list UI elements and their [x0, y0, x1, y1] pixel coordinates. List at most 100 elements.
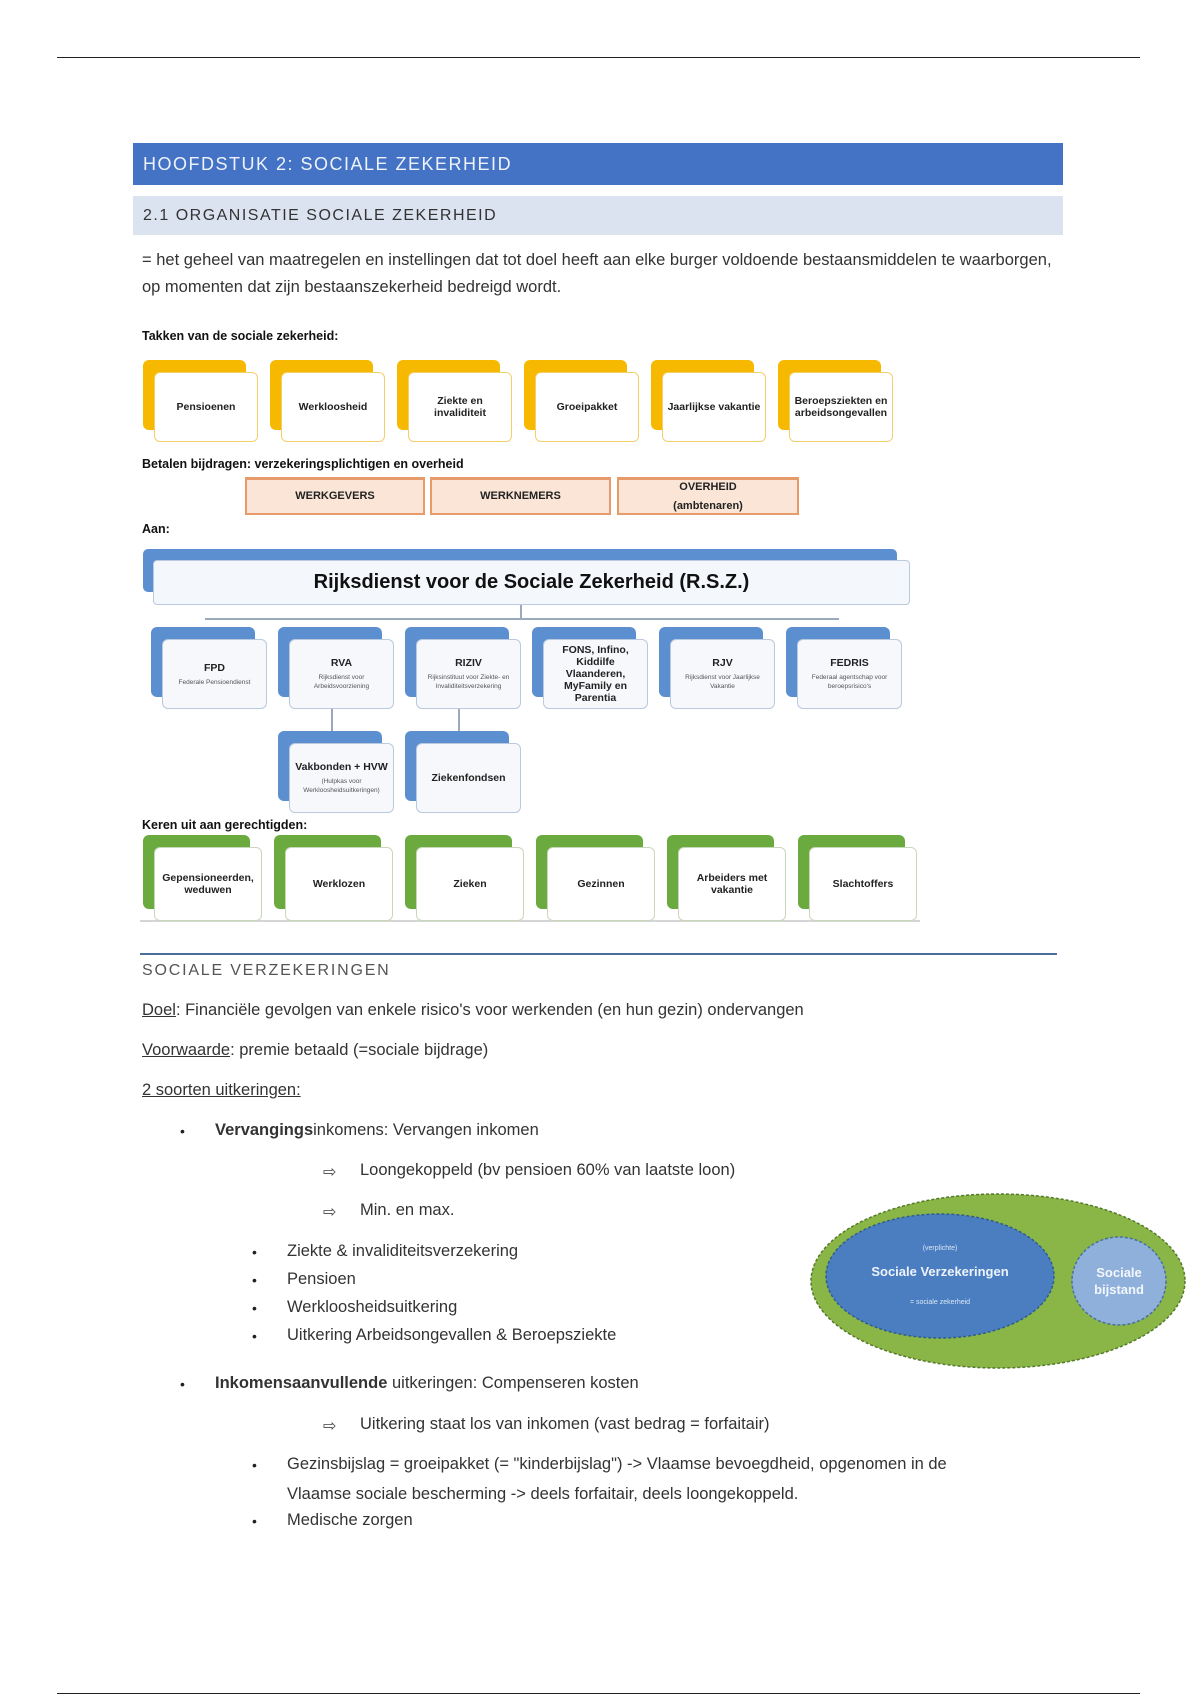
arrow-item: Min. en max. — [360, 1201, 455, 1219]
bullet-icon: • — [252, 1300, 257, 1316]
card-title: Pensioenen — [176, 401, 236, 413]
venn-right-line2: bijstand — [1094, 1282, 1144, 1297]
arrow-icon: ⇨ — [323, 1204, 337, 1221]
card-title: Arbeiders met vakantie — [696, 872, 768, 896]
section-divider — [140, 953, 1057, 955]
subsection-heading: SOCIALE VERZEKERINGEN — [142, 962, 391, 979]
branch-card: Beroepsziekten en arbeidsongevallen — [778, 360, 893, 442]
card-title: Gezinnen — [577, 878, 625, 890]
contributor-box: WERKGEVERS — [245, 477, 425, 515]
card-title: Ziekenfondsen — [431, 772, 506, 784]
chapter-heading: HOOFDSTUK 2: SOCIALE ZEKERHEID — [133, 143, 1063, 185]
venn-inner-bottom: = sociale zekerheid — [910, 1299, 970, 1306]
vervanging-rest: inkomens: Vervangen inkomen — [313, 1121, 539, 1139]
card-title: Zieken — [453, 878, 487, 890]
institution-card: RVA Rijksdienst voor Arbeidsvoorziening — [278, 627, 394, 709]
aanvullend-bold: Inkomensaanvullende — [215, 1374, 388, 1392]
institution-card: FEDRIS Federaal agentschap voor beroepsri… — [786, 627, 902, 709]
card-body: FPD Federale Pensioendienst — [162, 639, 267, 709]
bullet-icon: • — [180, 1123, 185, 1139]
card-body: RJV Rijksdienst voor Jaarlijkse Vakantie — [670, 639, 775, 709]
card-title: RJV — [712, 657, 733, 669]
venn-right-line1: Sociale — [1096, 1265, 1142, 1280]
card-title: Vakbonden + HVW — [295, 761, 388, 773]
beneficiary-card: Gepensioneerden, weduwen — [143, 835, 262, 921]
payer-organisation-card: Ziekenfondsen — [405, 731, 521, 813]
aanvullend-line: Inkomensaanvullende uitkeringen: Compens… — [215, 1374, 639, 1393]
list-item: Medische zorgen — [287, 1511, 413, 1529]
card-title: Gepensioneerden, weduwen — [162, 872, 254, 896]
contributor-subtitle: (ambtenaren) — [673, 499, 743, 512]
card-body: Gepensioneerden, weduwen — [154, 847, 262, 921]
connector — [520, 605, 522, 619]
card-body: Pensioenen — [154, 372, 258, 442]
list-item: Ziekte & invaliditeitsverzekering — [287, 1242, 519, 1260]
beneficiary-card: Zieken — [405, 835, 524, 921]
beneficiary-card: Werklozen — [274, 835, 393, 921]
card-subtitle: Rijksdienst voor Jaarlijkse Vakantie — [685, 674, 760, 690]
branch-card: Pensioenen — [143, 360, 258, 442]
card-body: Zieken — [416, 847, 524, 921]
vervanging-line: Vervangingsinkomens: Vervangen inkomen — [215, 1121, 539, 1140]
institution-card: FONS, Infino, Kiddilfe Vlaanderen, MyFam… — [532, 627, 648, 709]
beneficiary-card: Slachtoffers — [798, 835, 917, 921]
branch-card: Groeipakket — [524, 360, 639, 442]
arrow-item: Loongekoppeld (bv pensioen 60% van laats… — [360, 1161, 736, 1179]
institution-card: RJV Rijksdienst voor Jaarlijkse Vakantie — [659, 627, 775, 709]
betalen-label: Betalen bijdragen: verzekeringsplichtige… — [142, 457, 464, 471]
institution-card: RIZIV Rijksinstituut voor Ziekte- en Inva… — [405, 627, 521, 709]
card-title: RIZIV — [455, 657, 482, 669]
connector — [331, 708, 333, 732]
card-title: FONS, Infino, Kiddilfe Vlaanderen, MyFam… — [562, 644, 629, 704]
card-body: Arbeiders met vakantie — [678, 847, 786, 921]
institution-card: FPD Federale Pensioendienst — [151, 627, 267, 709]
card-title: FEDRIS — [830, 657, 869, 669]
aan-label: Aan: — [142, 522, 170, 536]
card-body: Jaarlijkse vakantie — [662, 372, 766, 442]
card-body: FONS, Infino, Kiddilfe Vlaanderen, MyFam… — [543, 639, 648, 709]
card-body: RVA Rijksdienst voor Arbeidsvoorziening — [289, 639, 394, 709]
card-body: Groeipakket — [535, 372, 639, 442]
card-body: Slachtoffers — [809, 847, 917, 921]
card-subtitle: Rijksinstituut voor Ziekte- en Invalidit… — [427, 674, 510, 690]
beneficiary-card: Gezinnen — [536, 835, 655, 921]
card-title: Werklozen — [312, 878, 366, 890]
card-title: RVA — [330, 657, 353, 669]
payer-organisation-card: Vakbonden + HVW(Hulpkas voor Werklooshei… — [278, 731, 394, 813]
list-item-continuation: Vlaamse sociale bescherming -> deels for… — [287, 1485, 799, 1503]
connector — [140, 920, 920, 922]
card-body: Ziekte en invaliditeit — [408, 372, 512, 442]
contributor-title: OVERHEID — [679, 480, 737, 493]
list-item: Gezinsbijslag = groeipakket (= "kinderbi… — [287, 1455, 947, 1473]
venn-inner-title: Sociale Verzekeringen — [871, 1264, 1008, 1279]
rsz-box: Rijksdienst voor de Sociale Zekerheid (R… — [153, 560, 910, 605]
card-body: Ziekenfondsen — [416, 743, 521, 813]
doel-label: Doel — [142, 1001, 176, 1019]
card-title: Beroepsziekten en arbeidsongevallen — [794, 395, 888, 419]
voorwaarde-line: Voorwaarde: premie betaald (=sociale bij… — [142, 1041, 488, 1060]
section-heading: 2.1 ORGANISATIE SOCIALE ZEKERHEID — [133, 196, 1063, 235]
voorwaarde-label: Voorwaarde — [142, 1041, 231, 1059]
card-title: FPD — [204, 661, 225, 674]
card-subtitle: Federaal agentschap voor beroepsrisico's — [811, 674, 888, 690]
venn-diagram: (verplichte) Sociale Verzekeringen = soc… — [810, 1193, 1186, 1369]
card-body: FEDRIS Federaal agentschap voor beroepsri… — [797, 639, 902, 709]
connector — [205, 618, 839, 620]
card-body: Vakbonden + HVW(Hulpkas voor Werklooshei… — [289, 743, 394, 813]
doel-text: : Financiële gevolgen van enkele risico'… — [175, 1001, 804, 1019]
arrow-icon: ⇨ — [323, 1164, 337, 1181]
contributor-box: WERKNEMERS — [430, 477, 611, 515]
venn-inner-ellipse — [825, 1213, 1055, 1339]
card-subtitle: Federale Pensioendienst — [178, 678, 251, 686]
arrow-icon: ⇨ — [323, 1418, 337, 1435]
contributor-title: WERKGEVERS — [295, 490, 375, 502]
bullet-icon: • — [252, 1244, 257, 1260]
doel-line: Doel: Financiële gevolgen van enkele ris… — [142, 1001, 804, 1020]
keren-label: Keren uit aan gerechtigden: — [142, 818, 308, 832]
top-rule — [57, 57, 1140, 58]
venn-right-circle — [1071, 1236, 1167, 1326]
arrow-item: Uitkering staat los van inkomen (vast be… — [360, 1415, 770, 1433]
bottom-rule — [57, 1693, 1140, 1694]
bullet-icon: • — [252, 1328, 257, 1344]
card-subtitle: Rijksdienst voor Arbeidsvoorziening — [313, 674, 370, 690]
